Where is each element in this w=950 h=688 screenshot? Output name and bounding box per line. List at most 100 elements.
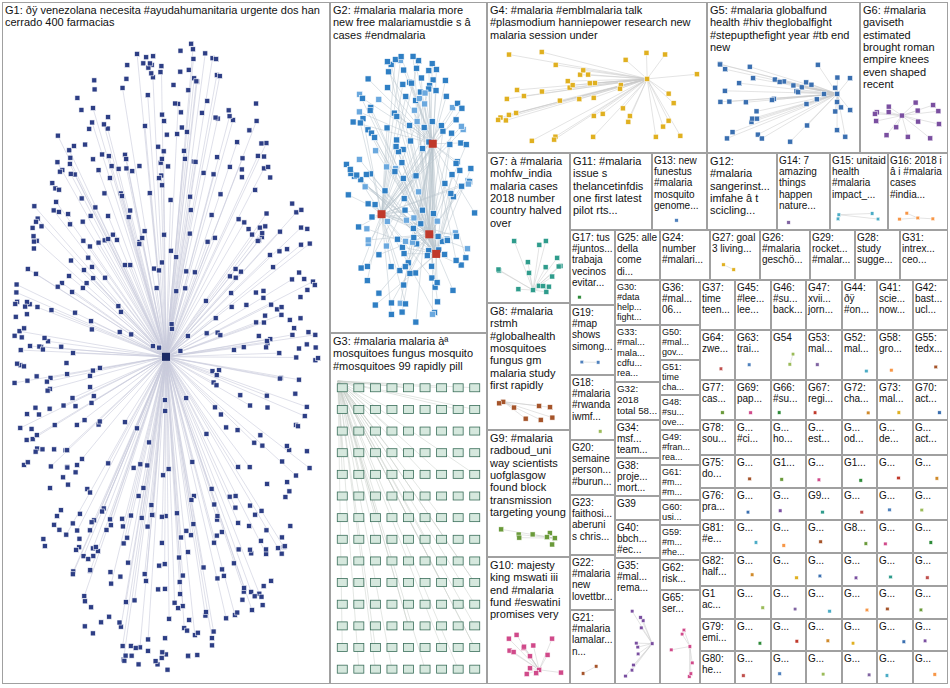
vertex-marker: [97, 365, 102, 370]
network-edge: [121, 357, 166, 627]
vertex-marker: [689, 672, 693, 676]
network-edge: [34, 206, 166, 357]
vertex-marker: [80, 219, 85, 224]
vertex-marker: [465, 181, 471, 187]
vertex-marker: [581, 672, 585, 676]
network-edge: [338, 381, 425, 539]
vertex-marker: [514, 110, 519, 115]
vertex-marker: [437, 449, 447, 457]
vertex-marker: [432, 250, 440, 258]
vertex-marker: [239, 175, 244, 180]
group-label: G17: tus #juntos... trabaja vecinos evit…: [571, 231, 614, 289]
vertex-marker: [99, 620, 104, 625]
vertex-marker: [277, 249, 282, 254]
vertex-marker: [404, 535, 414, 543]
vertex-marker: [404, 470, 414, 478]
vertex-marker: [89, 400, 94, 405]
group-label: G...: [843, 489, 876, 502]
vertex-marker: [453, 665, 463, 673]
vertex-marker: [404, 384, 414, 392]
vertex-marker: [168, 197, 173, 202]
vertex-marker: [376, 290, 382, 296]
vertex-marker: [538, 417, 543, 422]
vertex-marker: [50, 181, 55, 186]
vertex-marker: [362, 184, 368, 190]
vertex-marker: [160, 183, 165, 188]
network-edge: [166, 104, 178, 357]
vertex-marker: [429, 119, 435, 125]
vertex-marker: [437, 427, 447, 435]
network-edge: [166, 357, 212, 638]
network-edge: [360, 123, 381, 214]
network-edge: [37, 357, 166, 435]
vertex-marker: [413, 173, 419, 179]
group-box: G...: [735, 455, 771, 488]
vertex-marker: [470, 514, 480, 522]
group-box: G61: #m... #m...: [660, 465, 700, 500]
vertex-marker: [435, 299, 441, 305]
vertex-marker: [449, 130, 455, 136]
vertex-marker: [920, 508, 924, 512]
vertex-marker: [378, 210, 386, 218]
group-box: G38: proje... mort...: [615, 458, 660, 496]
group-label: G39: [616, 497, 659, 510]
vertex-marker: [199, 110, 204, 115]
vertex-marker: [370, 449, 380, 457]
network-edge: [145, 126, 166, 357]
group-label: G...: [772, 652, 805, 665]
vertex-marker: [57, 527, 62, 532]
vertex-marker: [636, 652, 640, 656]
network-edge: [725, 69, 837, 94]
vertex-marker: [233, 266, 238, 271]
network-edge: [165, 357, 166, 564]
vertex-marker: [64, 360, 69, 365]
vertex-marker: [101, 122, 106, 127]
vertex-marker: [23, 304, 28, 309]
vertex-marker: [373, 148, 379, 154]
group-box: G...: [735, 651, 771, 684]
vertex-marker: [437, 535, 447, 543]
group-label: G75: do...: [701, 456, 734, 480]
vertex-marker: [663, 52, 668, 57]
vertex-marker: [64, 532, 69, 537]
group-box: G72: cha...: [842, 380, 877, 420]
vertex-marker: [504, 96, 509, 101]
vertex-marker: [18, 348, 23, 353]
network-edge: [166, 53, 205, 356]
group-label: G10: majesty king mswati iii end #malari…: [488, 558, 569, 622]
vertex-marker: [539, 89, 544, 94]
network-edge: [720, 64, 838, 94]
vertex-marker: [279, 551, 284, 556]
vertex-marker: [721, 411, 725, 415]
network-edge: [73, 357, 166, 574]
group-label: G...: [843, 554, 876, 567]
vertex-marker: [52, 447, 57, 452]
network-edge: [762, 94, 837, 139]
vertex-marker: [916, 119, 921, 124]
vertex-marker: [279, 312, 284, 317]
vertex-marker: [15, 361, 20, 366]
vertex-marker: [661, 124, 666, 129]
vertex-marker: [260, 443, 265, 448]
vertex-marker: [402, 264, 408, 270]
group-label: G8: #malaria rstmh #globalhealth mosquit…: [488, 304, 569, 392]
vertex-marker: [453, 535, 463, 543]
vertex-marker: [387, 449, 397, 457]
network-edge: [16, 292, 166, 356]
vertex-marker: [240, 156, 245, 161]
network-edge: [429, 234, 453, 290]
vertex-marker: [552, 536, 557, 541]
group-label: G24: number #malari...: [661, 231, 709, 267]
group-label: G31: intrex... ceo...: [901, 231, 947, 267]
vertex-marker: [137, 164, 142, 169]
vertex-marker: [184, 528, 189, 533]
vertex-marker: [678, 133, 683, 138]
group-label: G...: [914, 521, 947, 534]
vertex-marker: [68, 222, 73, 227]
network-edge: [603, 79, 648, 114]
group-box: G...: [771, 619, 806, 651]
vertex-marker: [430, 77, 436, 83]
vertex-marker: [931, 103, 936, 108]
vertex-marker: [772, 77, 777, 82]
network-edge: [148, 95, 166, 357]
